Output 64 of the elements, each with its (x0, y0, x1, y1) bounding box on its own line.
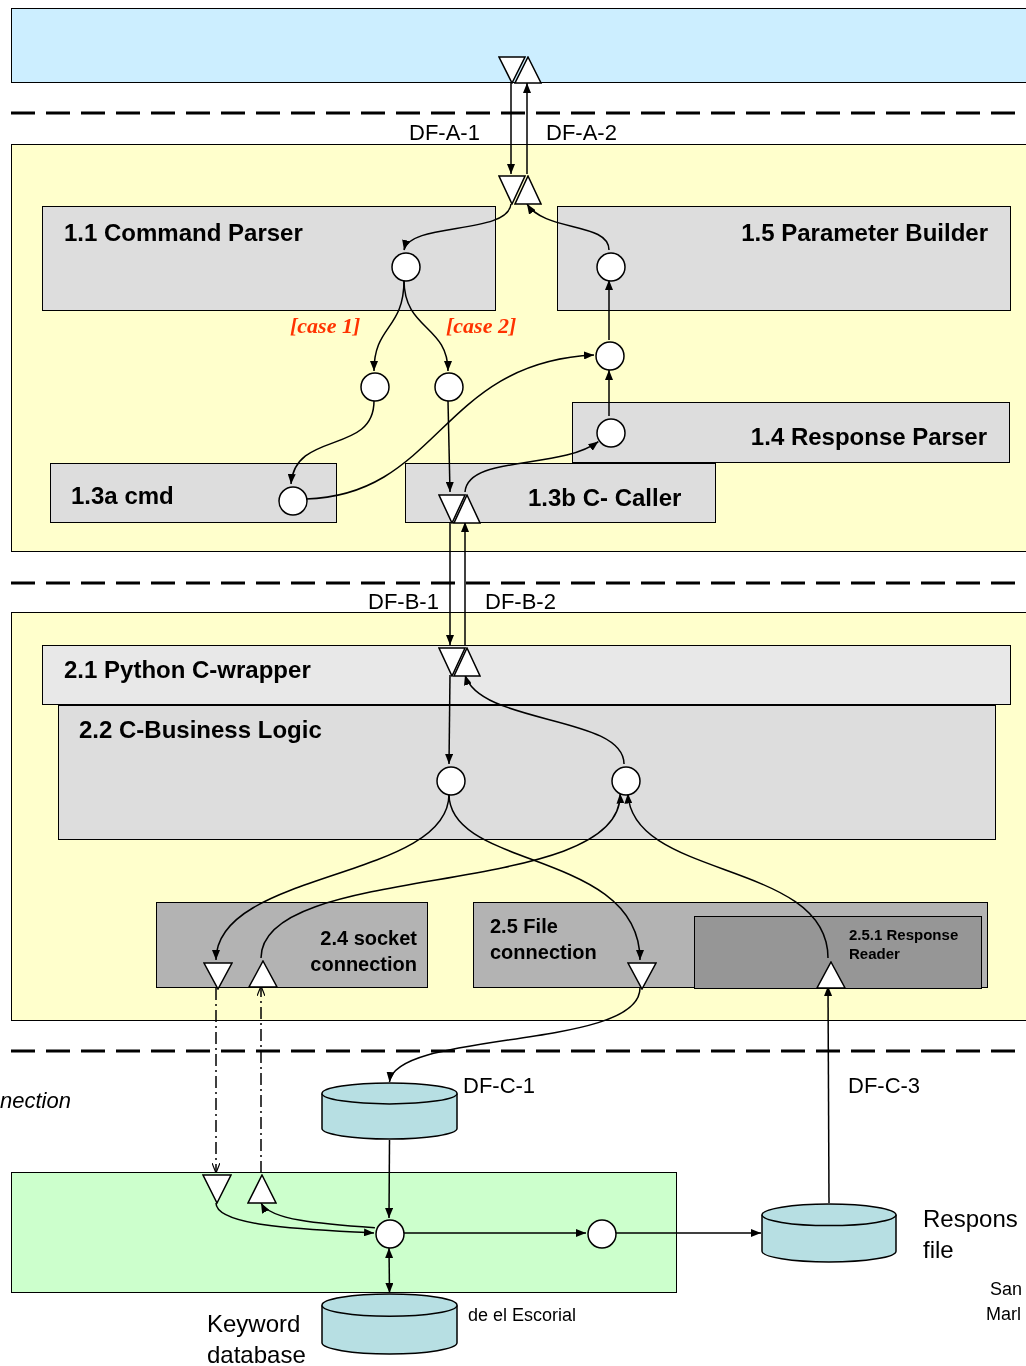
process-box (50, 463, 337, 523)
arrow (403, 279, 452, 372)
box-title: 2.4 socket connection (309, 926, 417, 977)
process-box (405, 463, 716, 523)
arrow (523, 82, 531, 175)
swimlane-band (11, 1172, 677, 1293)
arrow (464, 440, 600, 493)
note-text: San (990, 1278, 1023, 1301)
box-title: 1.5 Parameter Builder (741, 218, 988, 248)
process-box (557, 206, 1011, 311)
arrow (211, 987, 221, 1174)
arrow (507, 82, 515, 175)
swimlane-band (11, 612, 1026, 1021)
arrow (388, 987, 641, 1083)
arrow (446, 521, 454, 646)
arrow (403, 1229, 587, 1237)
arrow (605, 279, 613, 341)
swimlane-band (11, 144, 1026, 552)
edge-label: DF-A-2 (546, 119, 617, 147)
arrow (448, 793, 643, 961)
note-text: de el Escorial (468, 1304, 577, 1327)
arrow (526, 203, 610, 251)
arrow (385, 1247, 394, 1294)
box-title: 2.2 C-Business Logic (79, 715, 322, 745)
edge-label: DF-B-1 (368, 588, 439, 616)
arrow (464, 674, 625, 765)
arrow (445, 400, 454, 493)
box-title: 1.4 Response Parser (750, 422, 987, 452)
arrow (305, 352, 595, 500)
box-title: 1.1 Command Parser (64, 218, 303, 248)
edge-label: [case 1] (290, 312, 361, 340)
arrow (445, 674, 454, 765)
box-title: 1.3a cmd (71, 481, 174, 511)
process-box (42, 206, 496, 311)
edge-label: DF-C-1 (463, 1072, 536, 1100)
edge-label: [case 2] (446, 312, 517, 340)
edge-label: DF-A-1 (409, 119, 480, 147)
store-label: Keyword database (207, 1309, 307, 1366)
arrow (256, 985, 266, 1174)
box-title: 1.3b C- Caller (528, 483, 682, 513)
arrow (385, 1139, 394, 1219)
arrow (289, 400, 375, 485)
note-text: nection (0, 1087, 71, 1115)
store-label: Respons file (923, 1204, 1019, 1265)
arrow (215, 1202, 375, 1237)
arrow (260, 792, 622, 959)
arrow (461, 521, 469, 646)
note-text: Marl (986, 1303, 1021, 1326)
box-title: 2.5 File connection (490, 914, 598, 965)
process-box (156, 902, 428, 988)
box-title: 2.5.1 Response Reader (849, 925, 960, 963)
arrow (403, 203, 512, 251)
swimlane-band (11, 8, 1026, 83)
process-box (694, 916, 982, 989)
process-box (58, 705, 996, 840)
arrow (605, 369, 613, 417)
process-box (42, 645, 1011, 705)
arrow (615, 1229, 762, 1237)
edge-label: DF-C-3 (848, 1072, 921, 1100)
box-title: 2.1 Python C-wrapper (64, 655, 311, 685)
edge-label: DF-B-2 (485, 588, 556, 616)
process-box (572, 402, 1010, 463)
process-box (473, 902, 988, 988)
arrow (260, 1202, 376, 1229)
